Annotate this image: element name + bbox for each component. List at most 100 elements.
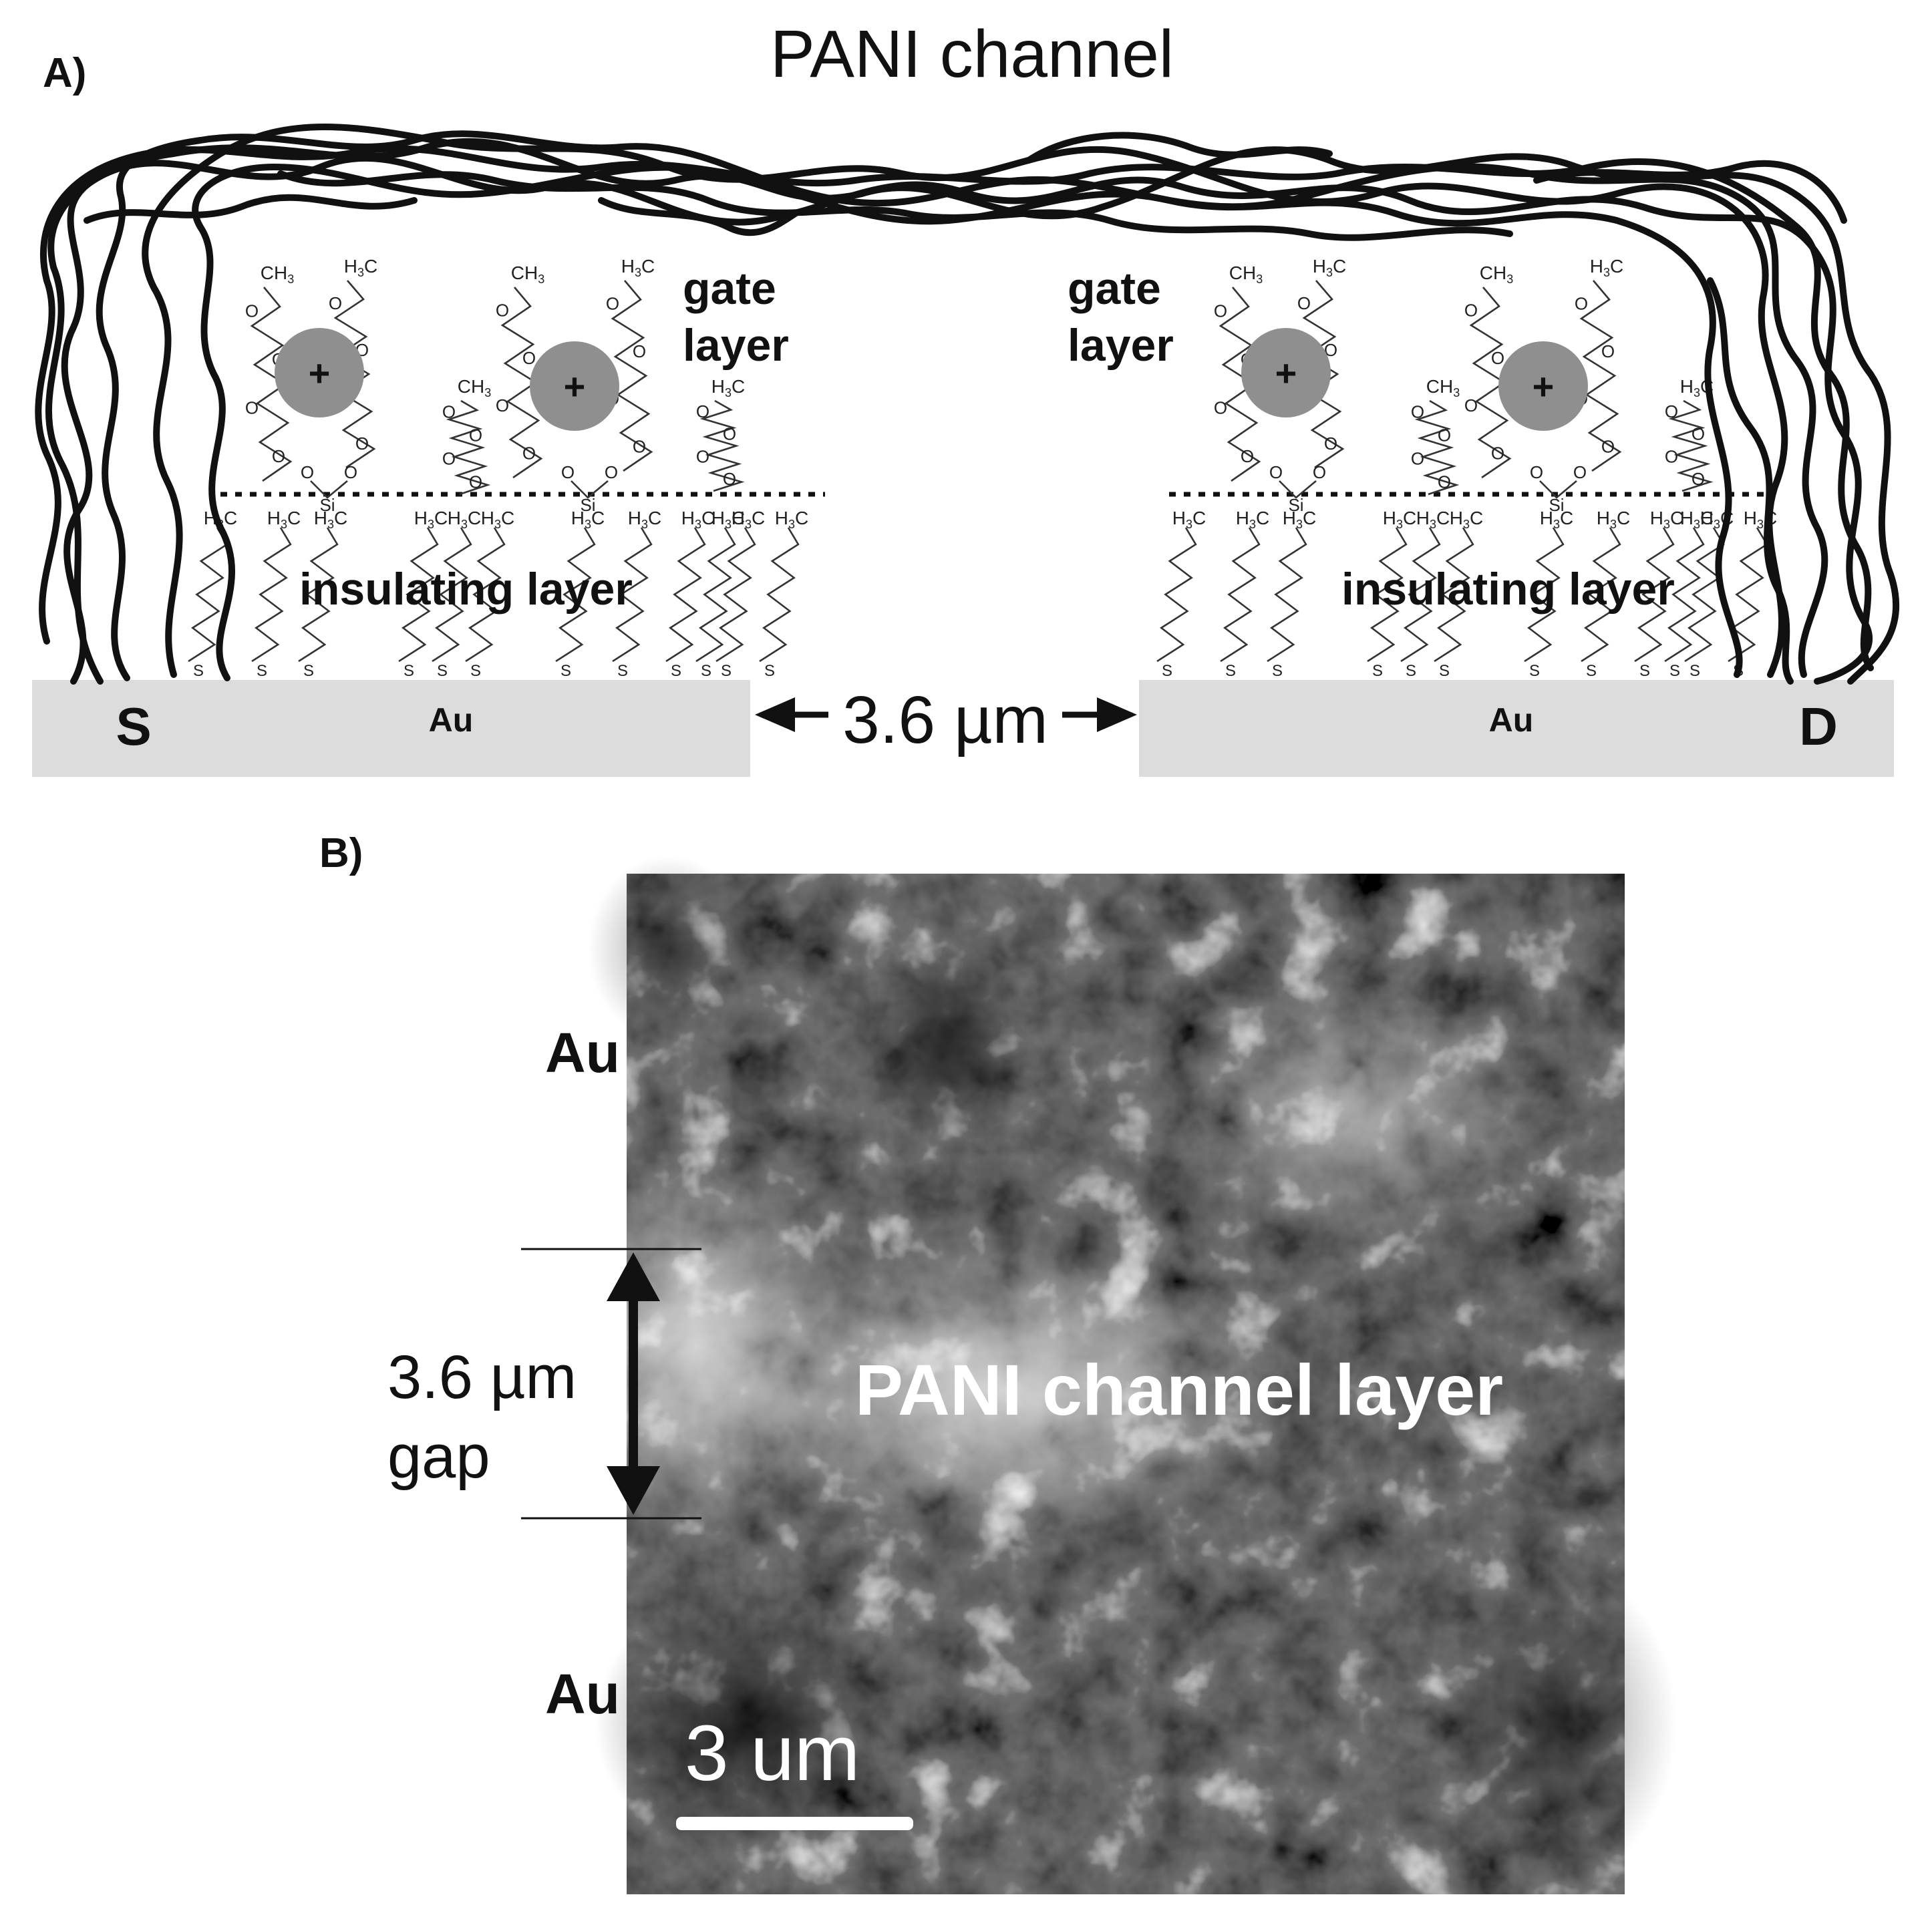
bond [571, 480, 609, 499]
bond [1579, 280, 1622, 472]
ether-oxygen: O [1491, 443, 1504, 463]
ether-oxygen: O [1438, 472, 1451, 492]
scale-bar-label: 3 um [685, 1709, 860, 1797]
sulfur-atom: S [721, 662, 732, 680]
ether-oxygen: O [723, 469, 736, 489]
panel-b-letter: B) [319, 830, 363, 876]
svg-text:+: + [309, 352, 331, 394]
bond [1524, 527, 1565, 663]
sulfur-atom: S [257, 662, 267, 680]
gate-layer-right-line2: layer [1068, 320, 1174, 371]
insulating-layer-right-label: insulating layer [1341, 564, 1675, 615]
methyl-group: CH3 [261, 263, 294, 286]
silicon-atom: Si [580, 495, 595, 515]
methyl-group: H3C [1236, 508, 1269, 531]
sulfur-atom: S [701, 662, 711, 680]
panel-a-title: PANI channel [770, 17, 1174, 92]
panel-a-letter: A) [43, 50, 86, 96]
ether-oxygen: O [272, 446, 285, 466]
methyl-group: H3C [1597, 508, 1630, 531]
sulfur-atom: S [764, 662, 775, 680]
bond [1367, 527, 1408, 663]
bond [251, 527, 292, 663]
ether-oxygen: O [1530, 462, 1543, 482]
ether-oxygen: O [496, 301, 509, 321]
methyl-group: H3C [681, 508, 715, 531]
ether-oxygen: O [1438, 425, 1451, 446]
sulfur-atom: S [1406, 662, 1416, 680]
ether-oxygen: O [496, 395, 509, 415]
right-molecular-layer: SH3CSH3CSH3CSH3CSH3CSH3CSH3CSH3CSH3CSH3C… [1156, 256, 1777, 680]
ether-oxygen: O [1411, 449, 1424, 469]
bond [1668, 399, 1714, 492]
ether-oxygen: O [442, 402, 456, 422]
methyl-group: CH3 [458, 376, 491, 399]
au-top-label: Au [545, 1021, 620, 1084]
bond [298, 527, 339, 663]
ether-oxygen: O [633, 341, 646, 361]
source-au-label: Au [429, 701, 474, 739]
methyl-group: H3C [414, 508, 448, 531]
bond [333, 280, 376, 469]
pani-polymer-chains [35, 124, 1900, 685]
sulfur-atom: S [560, 662, 571, 680]
ether-oxygen: O [1601, 341, 1615, 361]
ether-oxygen: O [329, 293, 342, 313]
bond [1634, 527, 1675, 663]
ether-oxygen: O [1214, 397, 1227, 417]
methyl-group: H3C [1313, 256, 1346, 279]
pani-micrograph [541, 855, 1677, 1894]
bond [188, 527, 228, 663]
ether-oxygen: O [1297, 293, 1311, 313]
methyl-group: H3C [1650, 508, 1683, 531]
bond [612, 527, 653, 663]
ether-oxygen: O [633, 436, 646, 456]
source-electrode [32, 680, 750, 777]
methyl-group: H3C [711, 508, 745, 531]
ether-oxygen: O [1324, 340, 1337, 360]
methyl-group: H3C [1416, 508, 1450, 531]
methyl-group: H3C [448, 508, 481, 531]
bond [1414, 399, 1460, 496]
drain-label: D [1799, 697, 1838, 756]
silicon-atom: Si [1549, 495, 1564, 515]
insulating-layer-left-label: insulating layer [299, 564, 633, 615]
ether-oxygen: O [1464, 301, 1478, 321]
sulfur-atom: S [1529, 662, 1540, 680]
sulfur-atom: S [1439, 662, 1450, 680]
cation-4: + [1498, 341, 1588, 431]
methyl-group: H3C [732, 508, 765, 531]
ether-oxygen: O [696, 401, 709, 421]
methyl-group: H3C [711, 376, 745, 399]
bond [699, 399, 745, 492]
ether-oxygen: O [1269, 462, 1283, 482]
bond [1664, 527, 1705, 663]
ether-oxygen: O [1324, 433, 1337, 454]
ether-oxygen: O [245, 301, 259, 321]
bond [555, 527, 596, 663]
svg-text:+: + [1533, 365, 1555, 407]
bond [1434, 527, 1474, 663]
drain-electrode [1139, 680, 1894, 777]
bond [1220, 527, 1261, 663]
bond [695, 527, 736, 663]
ether-oxygen: O [1411, 402, 1424, 422]
ether-oxygen: O [469, 425, 482, 446]
drain-au-label: Au [1489, 701, 1534, 739]
sulfur-atom: S [1372, 662, 1383, 680]
gate-layer-left-line1: gate [683, 263, 776, 314]
bond [1267, 527, 1307, 663]
methyl-group: H3C [1172, 508, 1206, 531]
methyl-group: H3C [481, 508, 514, 531]
ether-oxygen: O [1692, 469, 1705, 489]
sulfur-atom: S [1586, 662, 1597, 680]
gap-label-line1: 3.6 µm [387, 1343, 577, 1411]
ether-oxygen: O [1665, 401, 1678, 421]
bond [1400, 527, 1441, 663]
bond [665, 527, 706, 663]
sulfur-atom: S [404, 662, 414, 680]
ether-oxygen: O [1313, 462, 1326, 482]
ether-oxygen: O [696, 446, 709, 466]
ether-oxygen: O [245, 397, 259, 417]
source-label: S [116, 697, 151, 756]
